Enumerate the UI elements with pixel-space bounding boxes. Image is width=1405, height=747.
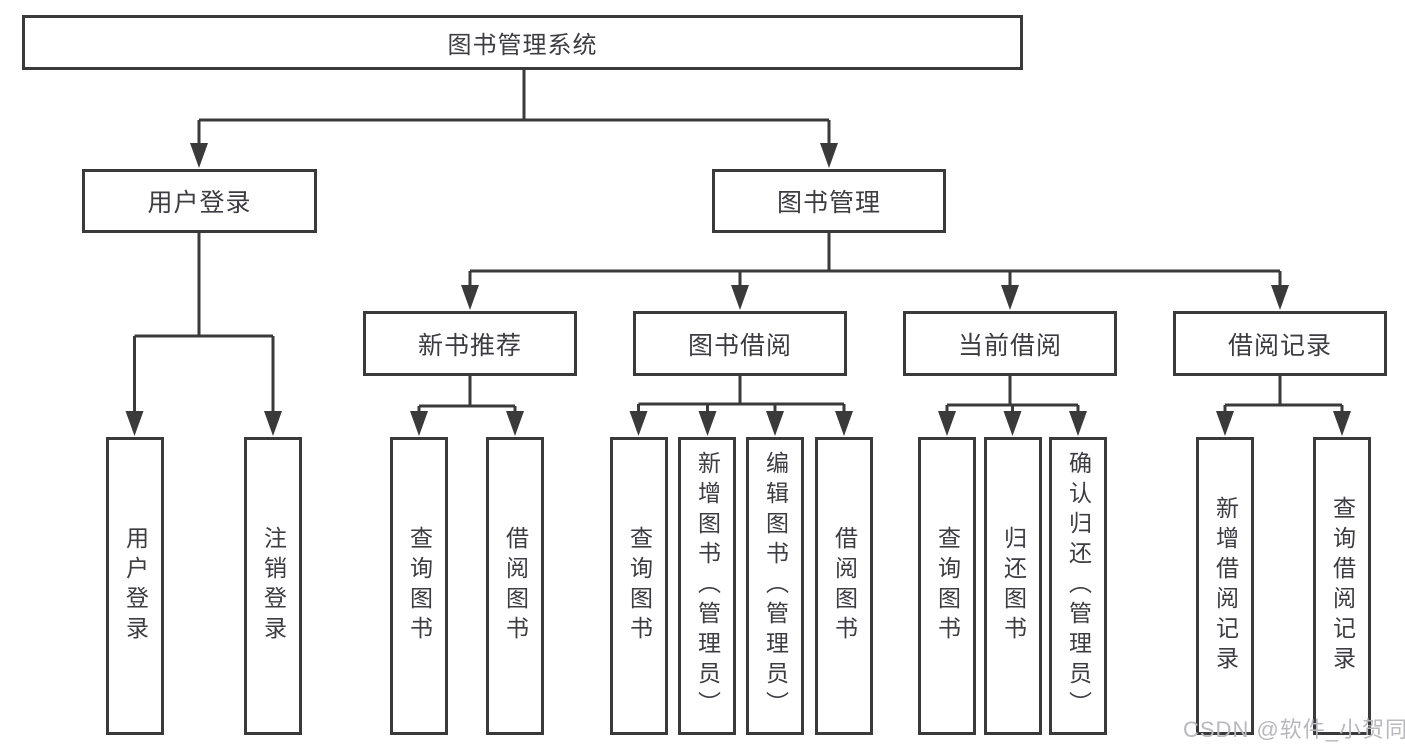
leaf-borrow-books-borrowing: 借阅图书 [815, 437, 873, 735]
arrow-icon [1069, 411, 1087, 436]
arrow-icon [938, 411, 956, 436]
leaf-query-books-borrowing: 查询图书 [610, 437, 668, 735]
connector-current-branch [945, 376, 1080, 414]
leaf-confirm-return-admin: 确认归还（管理员） [1049, 437, 1107, 735]
arrow-icon [506, 411, 524, 436]
node-new-book-recommendation: 新书推荐 [363, 311, 577, 376]
arrow-icon [835, 411, 853, 436]
leaf-add-books-admin: 新增图书（管理员） [678, 437, 736, 735]
node-user-login: 用户登录 [82, 169, 317, 233]
arrow-icon [1216, 411, 1234, 436]
leaf-borrow-books-recommend: 借阅图书 [486, 437, 544, 735]
connector-userlogin-to-leaves [133, 232, 275, 414]
arrow-icon [410, 411, 428, 436]
arrowheads [125, 143, 1351, 436]
leaf-add-borrow-record: 新增借阅记录 [1196, 437, 1254, 735]
arrow-icon [1271, 285, 1289, 310]
arrow-icon [1333, 411, 1351, 436]
connector-root-to-level2 [197, 69, 831, 146]
arrow-icon [461, 285, 479, 310]
leaf-query-books-recommend: 查询图书 [390, 437, 448, 735]
arrow-icon [125, 411, 144, 436]
node-library-system: 图书管理系统 [22, 15, 1023, 70]
leaf-user-login: 用户登录 [106, 437, 164, 735]
arrow-icon [1003, 411, 1022, 436]
leaf-query-books-current: 查询图书 [918, 437, 976, 735]
leaf-query-borrow-record: 查询借阅记录 [1313, 437, 1371, 735]
arrow-icon [1001, 285, 1019, 310]
arrow-icon [190, 143, 208, 168]
arrow-icon [698, 411, 717, 436]
arrow-icon [820, 143, 838, 168]
arrow-icon [629, 411, 648, 436]
connector-borrowing-branch [637, 376, 846, 414]
node-book-management: 图书管理 [712, 169, 946, 233]
connector-records-branch [1223, 376, 1344, 414]
connector-newbook-branch [417, 376, 517, 414]
arrow-icon [731, 285, 749, 310]
arrow-icon [264, 411, 282, 436]
leaf-edit-books-admin: 编辑图书（管理员） [746, 437, 804, 735]
connector-bookmgmt-to-level3 [468, 233, 1282, 288]
leaf-return-books: 归还图书 [984, 437, 1042, 735]
node-current-borrowing: 当前借阅 [903, 311, 1117, 376]
node-book-borrowing: 图书借阅 [633, 311, 847, 376]
leaf-logout: 注销登录 [244, 437, 302, 735]
watermark: CSDN @软件_小贺同学 [1183, 717, 1405, 742]
arrow-icon [766, 411, 784, 436]
node-borrowing-records: 借阅记录 [1173, 311, 1387, 376]
